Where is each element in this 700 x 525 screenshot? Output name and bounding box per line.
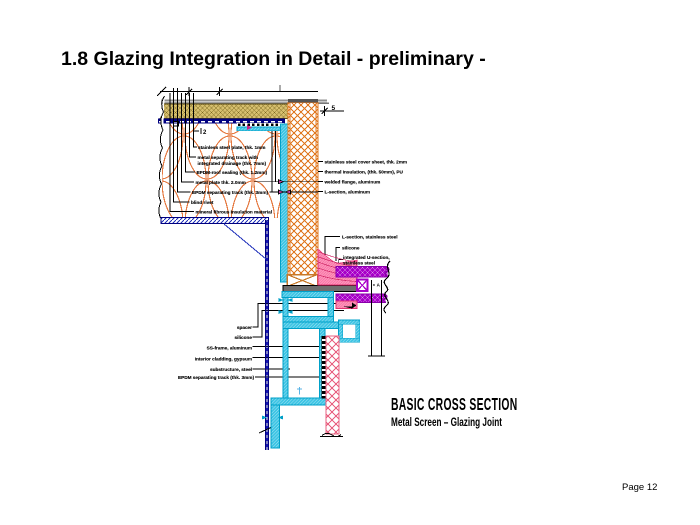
svg-text:EPDM separating track (thk. 3m: EPDM separating track (thk. 3mm) <box>178 375 255 380</box>
svg-text:interior cladding, gypsum: interior cladding, gypsum <box>195 357 252 362</box>
svg-text:EPDM-roof sealing (thk. 1.2mm): EPDM-roof sealing (thk. 1.2mm) <box>197 170 268 175</box>
svg-text:welded flange, aluminum: welded flange, aluminum <box>324 180 381 185</box>
svg-text:silicone: silicone <box>342 246 360 251</box>
svg-text:integrated drainage (thk. 7mm): integrated drainage (thk. 7mm) <box>198 161 267 166</box>
svg-text:silicone: silicone <box>235 335 253 340</box>
svg-text:mineral fibrous insulation mat: mineral fibrous insulation material <box>196 210 273 215</box>
svg-text:5: 5 <box>332 105 336 112</box>
svg-text:x: x <box>373 282 376 287</box>
svg-text:blind rivet: blind rivet <box>191 200 214 205</box>
svg-text:stainless steel plate, thk. 1m: stainless steel plate, thk. 1mm <box>198 145 265 150</box>
svg-text:integrated U-section,: integrated U-section, <box>343 255 390 260</box>
svg-text:SS-frame, aluminum: SS-frame, aluminum <box>207 346 252 351</box>
svg-text:L-section, aluminum: L-section, aluminum <box>325 190 371 195</box>
svg-text:substructure, steel: substructure, steel <box>210 367 252 372</box>
svg-text:stainless steel: stainless steel <box>343 260 375 265</box>
svg-text:A: A <box>377 283 381 288</box>
svg-text:metal separating track with: metal separating track with <box>198 155 259 160</box>
svg-text:metal plate thk. 2.0mm: metal plate thk. 2.0mm <box>196 180 246 185</box>
svg-text:spacer: spacer <box>237 325 252 330</box>
svg-text:L-section, stainless steel: L-section, stainless steel <box>342 235 398 240</box>
svg-text:EPDM separating track (thk. 3m: EPDM separating track (thk. 3mm) <box>192 190 269 195</box>
svg-text:2: 2 <box>203 130 207 136</box>
svg-text:thermal insulation, (thk. 50mm: thermal insulation, (thk. 50mm), PU <box>325 170 404 175</box>
svg-text:stainless steel cover sheet,: stainless steel cover sheet, thk. 2mm <box>325 160 408 165</box>
